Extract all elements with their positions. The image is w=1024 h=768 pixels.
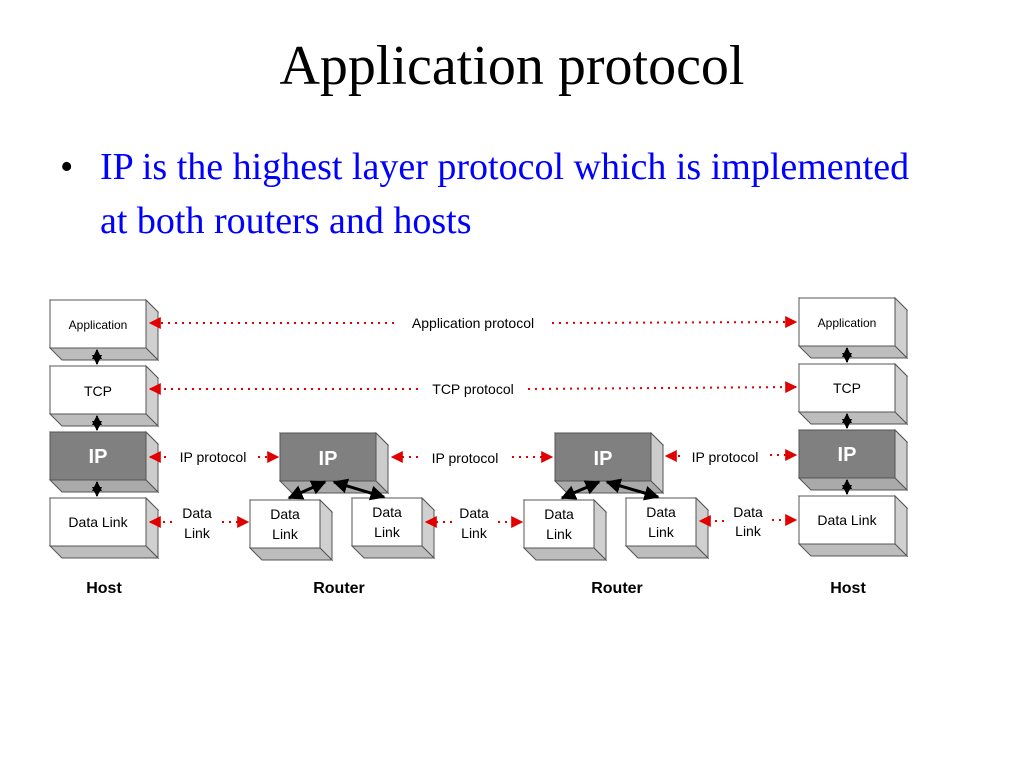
router-1: IP Data Link Data Link Router — [248, 431, 436, 597]
router-2-ip-label: IP — [594, 448, 613, 470]
application-arrow-right — [551, 316, 798, 329]
host-left-tcp-label: TCP — [84, 383, 112, 399]
datalink-label-1-line1: Data — [182, 505, 212, 521]
host-left-label: Host — [86, 580, 122, 597]
protocol-labels: Application protocol TCP protocol IP pro… — [180, 315, 763, 541]
router-1-datalink-right-box: Data Link — [350, 496, 436, 560]
host-right-ip-label: IP — [838, 444, 857, 466]
host-right-datalink-box: Data Link — [797, 494, 909, 558]
datalink-label-3-line2: Link — [735, 523, 762, 539]
host-left-datalink-box: Data Link — [48, 496, 160, 560]
router-1-label: Router — [313, 580, 365, 597]
host-left-ip-label: IP — [89, 446, 108, 468]
host-right-tcp-label: TCP — [833, 380, 861, 396]
host-left-ip-box: IP — [48, 430, 160, 494]
host-left-application-label: Application — [69, 318, 128, 332]
router-2-label: Router — [591, 580, 643, 597]
router-2-datalink-left-box: Data Link — [522, 498, 608, 562]
slide-title: Application protocol — [279, 35, 745, 97]
ip-protocol-label-1: IP protocol — [180, 449, 247, 465]
router-1-datalink-right-line1: Data — [372, 504, 402, 520]
router-1-ip-label: IP — [319, 448, 338, 470]
router-1-ip-box: IP — [278, 431, 390, 495]
protocol-arrows — [148, 316, 798, 528]
router-1-datalink-left-line1: Data — [270, 506, 300, 522]
router-1-datalink-left-line2: Link — [272, 526, 299, 542]
router-2-datalink-right-box: Data Link — [624, 496, 710, 560]
datalink-label-2-line2: Link — [461, 525, 488, 541]
host-right-ip-box: IP — [797, 428, 909, 492]
host-left-datalink-label: Data Link — [68, 514, 128, 530]
router-2-connectors — [560, 478, 660, 501]
router-2: IP Data Link Data Link Router — [522, 431, 710, 597]
application-protocol-label: Application protocol — [412, 315, 534, 331]
tcp-protocol-label: TCP protocol — [432, 381, 513, 397]
host-right-tcp-box: TCP — [797, 362, 909, 426]
bullet-marker: • — [60, 146, 74, 188]
host-left-stack: Application TCP IP Data Link — [48, 298, 160, 597]
datalink-label-3-line1: Data — [733, 504, 763, 520]
host-right-label: Host — [830, 580, 866, 597]
host-right-datalink-label: Data Link — [817, 512, 877, 528]
router-1-datalink-right-line2: Link — [374, 524, 401, 540]
host-right-stack: Application TCP IP Data Link — [797, 296, 909, 597]
router-1-datalink-left-box: Data Link — [248, 498, 334, 562]
bullet-text: IP is the highest layer protocol which i… — [100, 146, 910, 242]
tcp-arrow-right — [527, 381, 798, 394]
router-2-datalink-right-line2: Link — [648, 524, 675, 540]
ip-protocol-label-3: IP protocol — [692, 449, 759, 465]
router-1-connectors — [287, 478, 386, 501]
host-left-application-box: Application — [48, 298, 160, 362]
datalink-label-1-line2: Link — [184, 525, 211, 541]
ip-protocol-label-2: IP protocol — [432, 450, 499, 466]
host-right-application-label: Application — [818, 316, 877, 330]
host-right-application-box: Application — [797, 296, 909, 360]
router-2-datalink-right-line1: Data — [646, 504, 676, 520]
host-left-tcp-box: TCP — [48, 364, 160, 428]
datalink-label-2-line1: Data — [459, 505, 489, 521]
router-2-datalink-left-line2: Link — [546, 526, 573, 542]
router-2-datalink-left-line1: Data — [544, 506, 574, 522]
